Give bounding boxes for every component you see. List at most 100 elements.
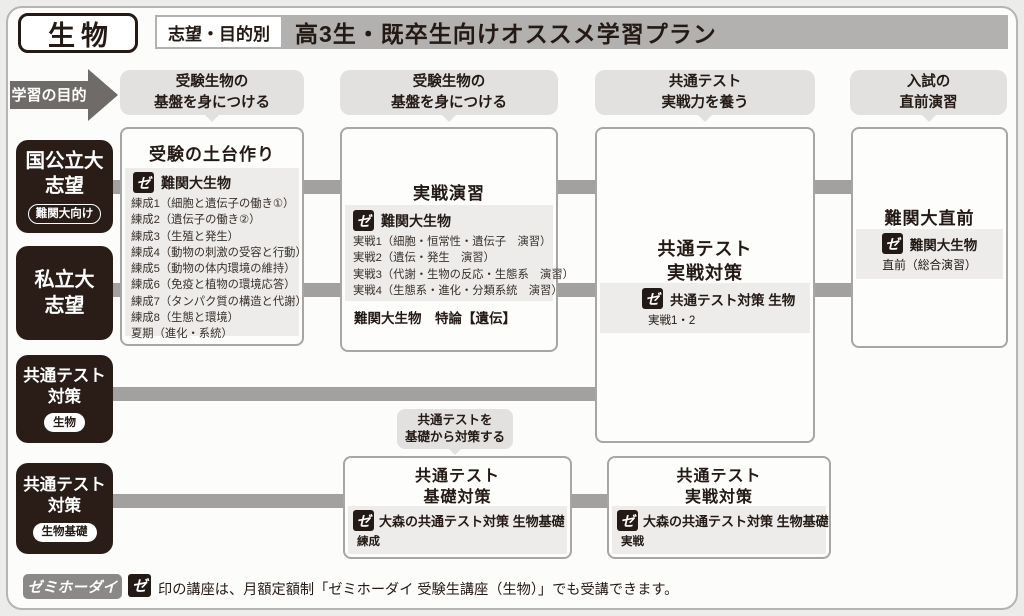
list-item: 練成6（免疫と植物の環境応答）	[131, 279, 296, 292]
zemihodai-logo-icon: ゼ	[642, 288, 663, 309]
list-item: 練成1（細胞と遺伝子の働き①）	[131, 198, 295, 210]
row-label-line: 国公立大	[25, 149, 104, 172]
course-row: ゼ 難関大生物	[133, 172, 299, 193]
row-label-line: 共通テスト	[23, 476, 106, 495]
header-tag-label: 志望・目的別	[168, 24, 270, 44]
box-kiso-jissen-taisaku: 共通テスト 実戦対策 ゼ 大森の共通テスト対策 生物基礎 実戦	[607, 456, 831, 559]
callout-bubble: 共通テストを 基礎から対策する	[397, 409, 513, 455]
course-panel: ゼ 難関大生物 練成1（細胞と遺伝子の働き①） 練成2（遺伝子の働き②） 練成3…	[125, 168, 307, 340]
course-name: 大森の共通テスト対策 生物基礎	[643, 514, 829, 529]
row-label-pill: 生物	[44, 413, 85, 433]
list-item: 実戦2（遺伝・発生 演習）	[353, 252, 495, 265]
box-nankan-chokuzen: 難関大直前 ゼ 難関大生物 直前（総合演習）	[851, 127, 1008, 348]
goal-arrow-label: 学習の目的	[11, 86, 86, 104]
column-header-line: 受験生物の	[412, 73, 486, 90]
row-label-line: 私立大	[34, 269, 95, 291]
course-panel: ゼ 大森の共通テスト対策 生物基礎 実戦	[612, 506, 829, 554]
row-label-line: 志望	[44, 174, 84, 197]
footer-note: 印の講座は、月額定額制「ゼミホーダイ 受験生講座（生物）」でも受講できます。	[158, 582, 679, 598]
box-title: 共通テスト 実戦対策	[597, 237, 813, 286]
course-row: ゼ 大森の共通テスト対策 生物基礎	[617, 510, 829, 531]
box-kyotsu-jissen-taisaku: 共通テスト 実戦対策 ゼ 共通テスト対策 生物 実戦1・2	[595, 127, 815, 443]
zemihodai-logo-icon: ゼ	[353, 210, 374, 231]
list-item: 実戦4（生態系・進化・分類系統 演習）	[353, 284, 563, 297]
connector-bar-row3	[100, 387, 640, 401]
box-title: 受験の土台作り	[149, 145, 275, 164]
column-header-line: 共通テスト	[668, 73, 742, 90]
box-title: 難関大直前	[884, 209, 975, 228]
zemihodai-logo-icon: ゼ	[881, 233, 903, 254]
row-label-line: 対策	[48, 497, 81, 516]
box-title-line: 実戦対策	[667, 263, 743, 284]
row-label-line: 共通テスト	[23, 366, 106, 385]
subject-badge: 生物	[18, 13, 138, 53]
callout-line: 基礎から対策する	[404, 430, 505, 444]
list-item: 練成3（生殖と発生）	[131, 230, 239, 243]
course-name: 難関大生物	[161, 174, 231, 191]
column-header-line: 受験生物の	[175, 73, 249, 90]
course-panel: ゼ 共通テスト対策 生物 実戦1・2	[600, 283, 810, 333]
callout-line: 共通テストを	[417, 413, 493, 428]
course-panel: ゼ 大森の共通テスト対策 生物基礎 練成	[348, 506, 567, 554]
list-item: 練成8（生態と環境）	[131, 312, 239, 325]
page-title: 高3生・既卒生向けオススメ学習プラン	[295, 21, 717, 47]
column-header-line: 基盤を身につける	[154, 94, 270, 111]
box-kiso-taisaku: 共通テスト 基礎対策 ゼ 大森の共通テスト対策 生物基礎 練成	[343, 456, 572, 559]
column-header-line: 基盤を身につける	[391, 94, 507, 111]
box-title-line: 共通テスト	[414, 468, 500, 485]
box-title-line: 基礎対策	[423, 488, 492, 506]
column-header-foundation-2: 受験生物の 基盤を身につける	[340, 70, 558, 122]
row-label-pill: 難関大向け	[27, 204, 102, 225]
list-item: 練成5（動物の体内環境の維持）	[131, 263, 296, 276]
course-row: ゼ 難関大生物	[353, 210, 553, 231]
zemihodai-logo-icon: ゼ	[353, 510, 374, 531]
column-header-line: 直前演習	[899, 94, 958, 111]
course-sub: 直前（総合演習）	[882, 258, 977, 272]
column-header-exam-final: 入試の 直前演習	[850, 70, 1007, 122]
box-title-line: 共通テスト	[676, 468, 762, 485]
header-bar: 志望・目的別 高3生・既卒生向けオススメ学習プラン	[155, 15, 1008, 49]
zemihodai-logo-icon: ゼ	[128, 574, 151, 597]
course-name: 大森の共通テスト対策 生物基礎	[379, 514, 565, 529]
column-header-kyotsu-test: 共通テスト 実戦力を養う	[595, 70, 815, 122]
list-item: 練成7（タンパク質の構造と代謝）	[131, 295, 307, 308]
column-header-line: 実戦力を養う	[661, 94, 749, 111]
course-row: ゼ 大森の共通テスト対策 生物基礎	[353, 510, 567, 531]
row-label-pill: 生物基礎	[32, 522, 97, 542]
box-title: 実戦演習	[413, 184, 485, 203]
list-item: 練成2（遺伝子の働き②）	[131, 214, 261, 227]
course-sub: 実戦	[621, 536, 644, 548]
course-panel: ゼ 難関大生物 直前（総合演習）	[856, 229, 1003, 279]
zemihodai-badge: ゼミホーダイ	[23, 574, 122, 599]
list-item: 実戦1（細胞・恒常性・遺伝子 演習）	[353, 236, 552, 248]
box-title-line: 共通テスト	[657, 239, 753, 259]
row-label-kyotsu-seibutsu-kiso: 共通テスト 対策 生物基礎	[16, 463, 113, 554]
column-header-line: 入試の	[906, 73, 951, 90]
row-label-kokkoritsu: 国公立大 志望 難関大向け	[16, 140, 113, 233]
box-jissen-enshu: 実戦演習 ゼ 難関大生物 実戦1（細胞・恒常性・遺伝子 演習） 実戦2（遺伝・発…	[340, 127, 574, 352]
subject-label: 生物	[48, 20, 114, 51]
course-sub: 実戦1・2	[648, 315, 696, 327]
course-name: 共通テスト対策 生物	[670, 292, 796, 308]
course-sub: 練成	[357, 536, 380, 548]
goal-arrow-icon: 学習の目的	[10, 69, 118, 121]
course-extra: 難関大生物 特論【遺伝】	[354, 311, 516, 326]
row-label-shiritsu: 私立大 志望	[16, 246, 113, 340]
list-item: 夏期（進化・系統）	[131, 328, 233, 341]
course-name: 難関大生物	[381, 212, 451, 229]
box-title-line: 実戦対策	[684, 488, 753, 506]
row-label-line: 対策	[48, 387, 81, 406]
header-tag: 志望・目的別	[157, 17, 281, 47]
list-item: 練成4（動物の刺激の受容と行動）	[131, 246, 307, 259]
course-panel: ゼ 難関大生物 実戦1（細胞・恒常性・遺伝子 演習） 実戦2（遺伝・発生 演習）…	[345, 205, 574, 301]
zemihodai-logo-icon: ゼ	[133, 172, 154, 193]
row-label-kyotsu-seibutsu: 共通テスト 対策 生物	[16, 355, 113, 443]
course-row: ゼ 共通テスト対策 生物	[642, 288, 810, 309]
course-row: ゼ 難関大生物	[881, 233, 977, 254]
column-header-foundation: 受験生物の 基盤を身につける	[120, 70, 304, 122]
box-title: 共通テスト 基礎対策	[345, 467, 570, 509]
list-item: 実戦3（代謝・生物の反応・生態系 演習）	[353, 268, 574, 281]
zemihodai-logo-icon: ゼ	[617, 510, 638, 531]
row-label-line: 志望	[44, 295, 85, 317]
